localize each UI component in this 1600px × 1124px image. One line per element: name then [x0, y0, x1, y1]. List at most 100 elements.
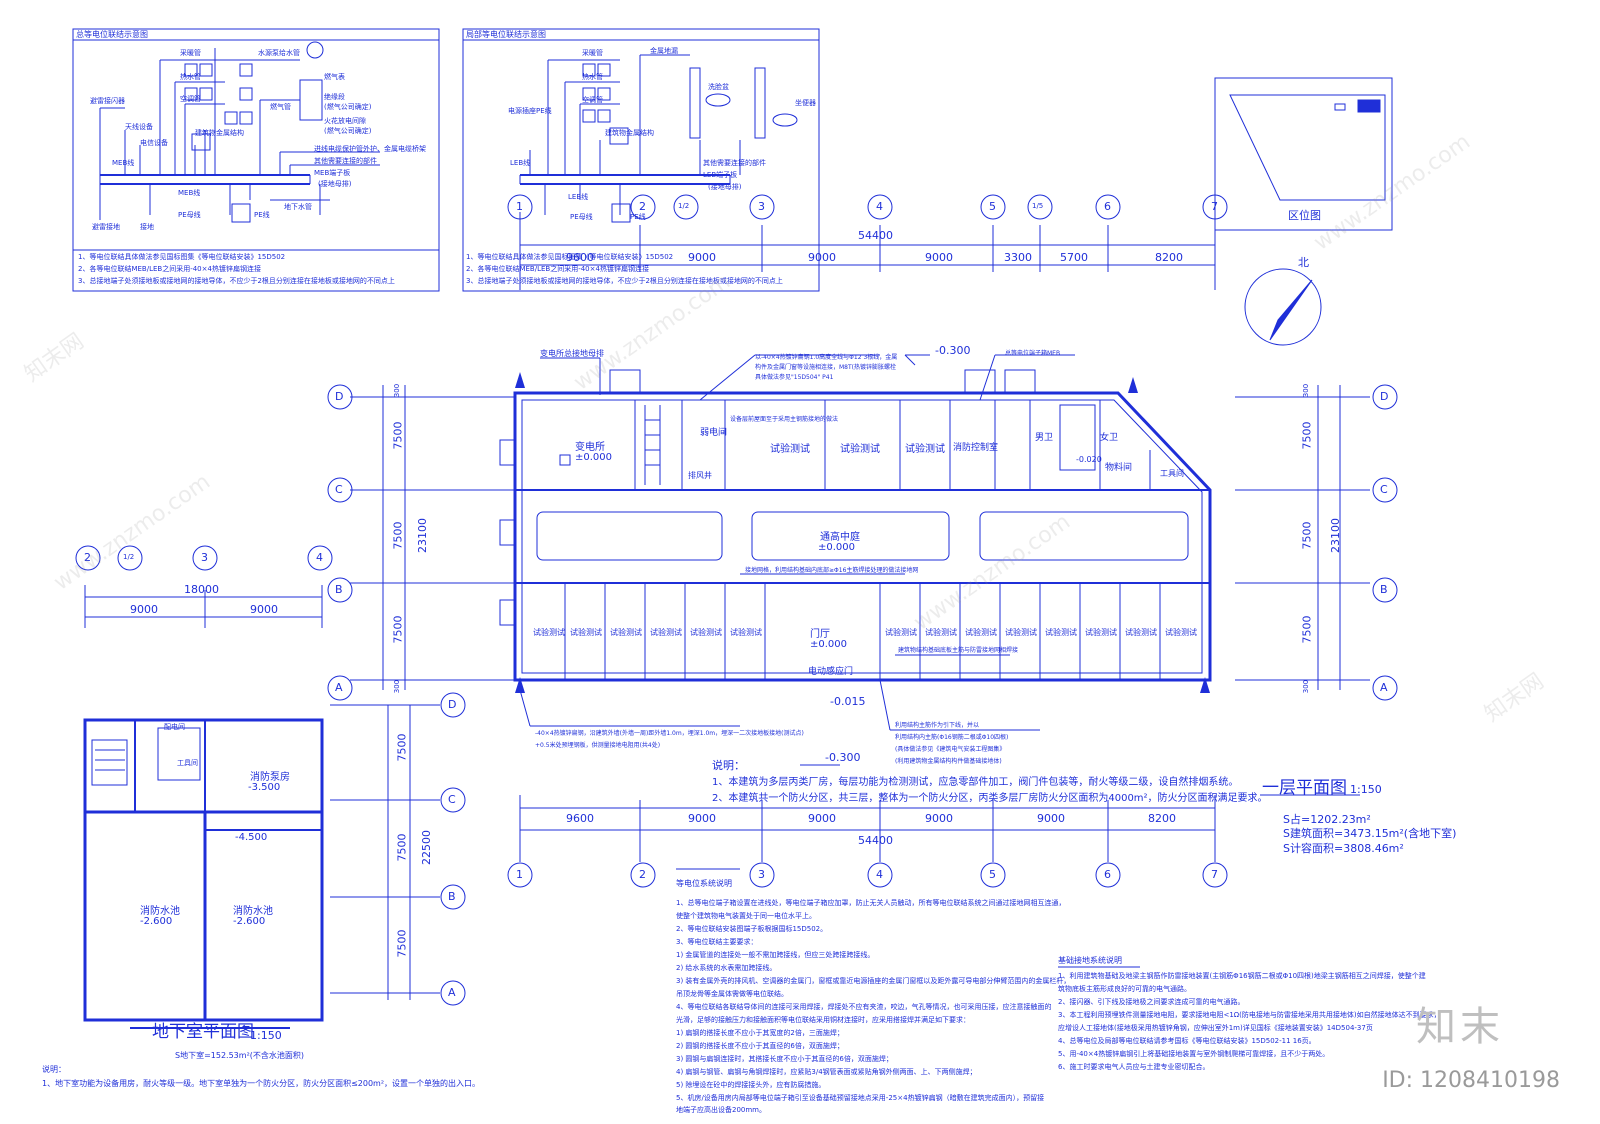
- meb-label: 燃气表: [324, 73, 345, 81]
- room-test: 试验测试: [770, 444, 810, 455]
- axis-bubbles-right: [1372, 384, 1398, 701]
- room-test-bottom: 试验测试: [533, 628, 565, 637]
- dim: 7500: [391, 421, 405, 450]
- dim: 300: [1302, 383, 1311, 398]
- first-floor-title: 一层平面图: [1262, 778, 1347, 798]
- room-male-wc: 男卫: [1035, 433, 1054, 443]
- room-tool: 工具间: [177, 759, 198, 767]
- axis-label: 5: [989, 868, 996, 881]
- equipotential-line: 1、总等电位端子箱设置在进线处，等电位端子箱应加罩，防止无关人员触动，所有等电位…: [676, 899, 1066, 907]
- grounding-line: 应增设人工接地体(接地极采用热镀锌角钢，应伸出室外1m)详见国标《接地装置安装》…: [1058, 1024, 1373, 1032]
- axis-label: 1/2: [678, 202, 690, 210]
- meb-note: 2、各等电位联结MEB/LEB之间采用-40×4热镀锌扁钢连接: [78, 265, 261, 273]
- first-floor-notes-head: 说明：: [712, 759, 745, 772]
- room-test: 试验测试: [840, 444, 880, 455]
- axis-label: B: [335, 583, 343, 596]
- equipotential-line: 3、等电位联结主要要求：: [676, 938, 758, 946]
- leb-label: 洗脸盆: [708, 83, 729, 91]
- level-entry: -0.015: [830, 695, 866, 708]
- meb-label: MEB端子板: [314, 169, 351, 177]
- meb-label: PE母线: [178, 211, 201, 219]
- room-test-bottom: 试验测试: [1085, 628, 1117, 637]
- dim: 7500: [1300, 421, 1314, 450]
- leb-panel-title: 局部等电位联结示意图: [466, 30, 546, 39]
- leader-note: (具体做法参见《建筑电气安装工程图集》: [895, 746, 1006, 753]
- axis-label: C: [335, 483, 343, 496]
- dim: 9000: [250, 603, 278, 616]
- room-atrium: 通高中庭: [820, 532, 860, 543]
- equipotential-line: 5) 除埋设在砼中的焊接接头外，应有防腐措施。: [676, 1081, 826, 1089]
- axis-label: D: [448, 698, 457, 711]
- meb-label: 绝缘段: [324, 93, 345, 101]
- dim: 7500: [395, 929, 409, 958]
- meb-label: 避雷接地: [92, 223, 120, 231]
- axis-bubbles-top: [507, 194, 1228, 220]
- dim: 8200: [1155, 251, 1183, 264]
- room-test-bottom: 试验测试: [650, 628, 682, 637]
- axis-label: A: [335, 681, 343, 694]
- room-test-bottom: 试验测试: [690, 628, 722, 637]
- basement-note: 1、地下室功能为设备用房，耐火等级一级。地下室单独为一个防火分区，防火分区面积≤…: [42, 1079, 481, 1088]
- leb-label: LEB端子板: [703, 171, 738, 179]
- dim: 7500: [1300, 521, 1314, 550]
- meb-label: 建筑物金属结构: [195, 129, 244, 137]
- leb-panel-frame: [462, 28, 820, 292]
- room-dist: 配电间: [164, 723, 185, 731]
- leb-label: 电源插座PE线: [508, 107, 552, 115]
- leader-note: 接地网格，利用结构基础内底部≥Φ16主筋焊接处理的做法接地网: [745, 567, 919, 574]
- meb-label: MEB线: [112, 159, 135, 167]
- leader-note: 利用结构内主筋(Φ16钢筋二根或Φ10四根): [895, 734, 1009, 741]
- meb-panel-title: 总等电位联结示意图: [76, 30, 148, 39]
- axis-bubbles-left: [327, 384, 353, 701]
- dim: 8200: [1148, 812, 1176, 825]
- axis-label: 7: [1211, 868, 1218, 881]
- leader-note: (利用建筑物金属结构构件做基础接地体): [895, 758, 1002, 765]
- axis-label: 5: [989, 200, 996, 213]
- leader-note: 具体做法参见"15D504" P41: [755, 374, 834, 381]
- axis-label: B: [448, 890, 456, 903]
- room-elevator: 电动感应门: [808, 667, 854, 677]
- first-floor-scale: 1:150: [1350, 783, 1382, 796]
- dim-total-bottom: 54400: [858, 834, 893, 847]
- axis-label: 1/5: [1032, 202, 1044, 210]
- level: -2.600: [140, 916, 173, 927]
- room-tools: 工具间: [1160, 469, 1184, 478]
- dim: 7500: [391, 615, 405, 644]
- meb-label: 采暖管: [180, 49, 201, 57]
- room-substation: 变电所: [575, 442, 605, 453]
- room-hall: 门厅: [810, 629, 830, 640]
- room-water-1: 消防水池: [140, 906, 180, 917]
- dim-row-total: 23100: [1329, 518, 1342, 553]
- leb-label: LEB线: [568, 193, 589, 201]
- equipotential-title: 等电位系统说明: [676, 879, 732, 888]
- dim: 300: [1302, 679, 1311, 694]
- equipotential-line: 吊顶龙骨等金属体需做等电位联结。: [676, 990, 788, 998]
- leader-note: 建筑物结构基础底板主筋与防雷接地网相焊接: [898, 647, 1019, 654]
- meb-label: 避雷接闪器: [90, 97, 125, 105]
- equipotential-line: 1) 金属管道的连接处一般不需加跨接线，但应三处跨接跨接线。: [676, 951, 875, 959]
- dim-total-top: 54400: [858, 229, 893, 242]
- axis-label: 3: [201, 551, 208, 564]
- room-test-bottom: 试验测试: [1005, 628, 1037, 637]
- dim: 7500: [391, 521, 405, 550]
- equipotential-line: 地端子应高出设备200mm。: [676, 1106, 766, 1114]
- axis-label: A: [1380, 681, 1388, 694]
- dim-total: 18000: [184, 583, 219, 596]
- meb-label: 水源泵给水管: [258, 49, 300, 57]
- axis-label: C: [1380, 483, 1388, 496]
- north-label: 北: [1298, 256, 1309, 269]
- equipotential-line: 4、等电位联结各联结导体间的连接可采用焊接，焊接处不应有夹渣，咬边，气孔等情况，…: [676, 1003, 1052, 1011]
- room-test-bottom: 试验测试: [730, 628, 762, 637]
- equipotential-line: 2) 给水系统的水表需加跨接线。: [676, 964, 777, 972]
- meb-label: (燃气公司确定): [324, 127, 372, 135]
- dim: 9600: [566, 251, 594, 264]
- dim: 3300: [1004, 251, 1032, 264]
- meb-label: 火花放电间隙: [324, 117, 366, 125]
- room-test-bottom: 试验测试: [885, 628, 917, 637]
- level: -2.600: [233, 916, 266, 927]
- equipotential-line: 2) 圆钢的搭接长度不应小于其直径的6倍，双面施焊；: [676, 1042, 844, 1050]
- dim: 7500: [1300, 615, 1314, 644]
- basement-area: S地下室=152.53m²(不含水池面积): [175, 1051, 305, 1060]
- meb-label: (接地母排): [318, 180, 352, 188]
- axis-label: D: [1380, 390, 1389, 403]
